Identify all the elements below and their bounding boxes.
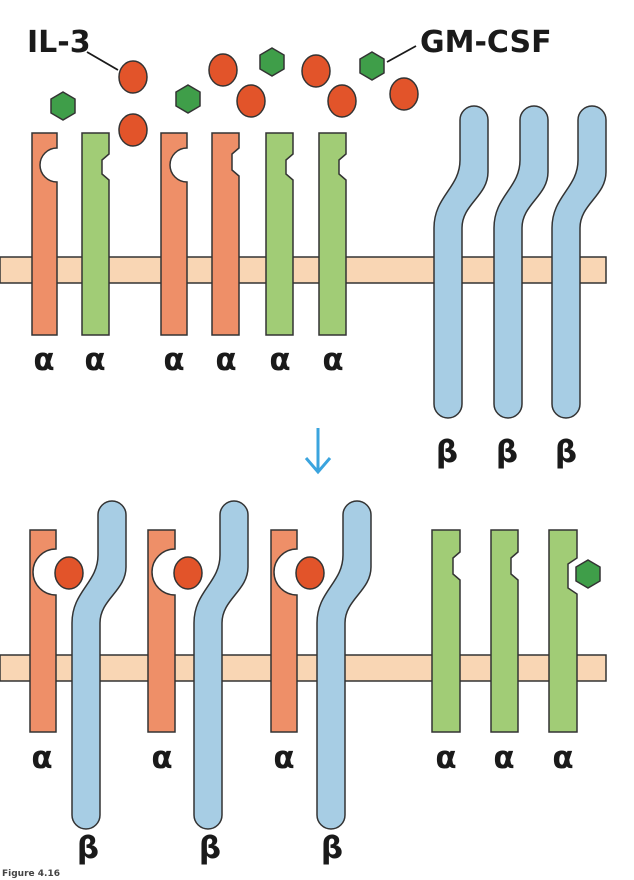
bottom-panel: α α α α α α β β β [0,500,607,866]
beta-label: β [321,830,343,866]
gmcsf-ligand [259,47,285,77]
gmcsf-ligand [359,51,385,81]
beta-label: β [77,830,99,866]
il3-ligand [173,556,203,590]
alpha-label: α [151,740,172,776]
down-arrow-icon [304,428,332,475]
beta-label: β [436,434,458,470]
alpha-label: α [435,740,456,776]
beta-receptor [551,105,607,419]
il3-leader-line [86,51,119,71]
il3-alpha-receptor [270,529,298,733]
alpha-label: α [273,740,294,776]
beta-receptor [193,500,249,830]
alpha-label: α [552,740,573,776]
alpha-label: α [493,740,514,776]
beta-label: β [199,830,221,866]
gmcsf-alpha-receptor [81,132,110,336]
il3-ligand [236,84,266,118]
gmcsf-ligand [50,91,76,121]
il3-ligand [327,84,357,118]
il3-alpha-receptor [160,132,188,336]
gmcsf-ligand [575,559,601,589]
gmcsf-label: GM-CSF [420,25,552,60]
alpha-label: α [269,342,290,378]
beta-label: β [555,434,577,470]
il3-ligand [118,60,148,94]
beta-receptor [316,500,372,830]
beta-receptor [433,105,489,419]
il3-alpha-receptor [31,132,58,336]
beta-receptor [493,105,549,419]
il3-ligand [208,53,238,87]
il3-alpha-receptor [211,132,240,336]
il3-ligand [295,556,325,590]
beta-receptor [71,500,127,830]
il3-ligand [118,113,148,147]
figure-caption: Figure 4.16 [2,869,60,879]
il3-ligand [54,556,84,590]
alpha-label: α [322,342,343,378]
gmcsf-alpha-receptor [318,132,347,336]
alpha-label: α [215,342,236,378]
il3-alpha-receptor [29,529,57,733]
beta-label: β [496,434,518,470]
alpha-label: α [31,740,52,776]
gmcsf-leader-line [386,45,417,63]
gmcsf-alpha-receptor [490,529,519,733]
gmcsf-alpha-receptor [265,132,294,336]
gmcsf-alpha-receptor [548,529,578,733]
gmcsf-ligand [175,84,201,114]
il3-ligand [301,54,331,88]
alpha-label: α [163,342,184,378]
top-panel: IL-3 GM-CSF α α α α α α β β β [0,25,607,470]
alpha-label: α [33,342,54,378]
alpha-label: α [84,342,105,378]
gmcsf-alpha-receptor [431,529,461,733]
il3-label: IL-3 [27,25,91,60]
il3-alpha-receptor [147,529,176,733]
il3-ligand [389,77,419,111]
